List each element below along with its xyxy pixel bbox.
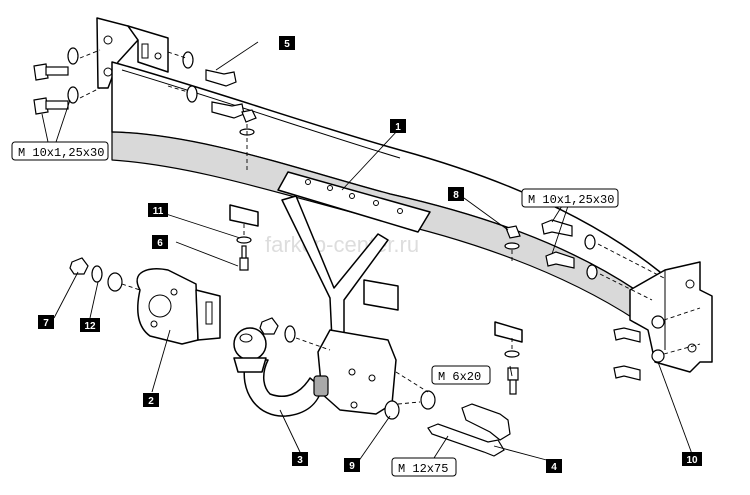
washer-b bbox=[186, 85, 198, 103]
leader-9 bbox=[357, 415, 391, 463]
svg-text:9: 9 bbox=[349, 461, 355, 472]
washer-12b bbox=[107, 272, 123, 292]
svg-text:M 10x1,25x30: M 10x1,25x30 bbox=[18, 146, 104, 160]
washer-a bbox=[182, 51, 194, 69]
spec-label-right-bolt: M 10x1,25x30 bbox=[521, 188, 619, 208]
washer-lower-left bbox=[67, 86, 79, 104]
bolt-4b bbox=[461, 403, 511, 441]
bolt-6-head bbox=[239, 257, 249, 271]
spec-label-center-bolt: M 6x20 bbox=[431, 365, 491, 385]
right-small-fasteners bbox=[504, 225, 521, 395]
leader-10 bbox=[657, 361, 693, 455]
washer-12 bbox=[91, 265, 103, 283]
svg-text:4: 4 bbox=[551, 462, 557, 473]
watermark: farkop-center.ru bbox=[265, 232, 419, 257]
callout-11: 11 bbox=[148, 203, 168, 217]
center-small-fasteners bbox=[236, 224, 252, 271]
svg-text:M 12x75: M 12x75 bbox=[398, 462, 448, 476]
spec-label-left-bolt: M 10x1,25x30 bbox=[11, 141, 109, 161]
bolt-a bbox=[205, 69, 237, 87]
nut-7 bbox=[69, 257, 89, 275]
callout-12: 12 bbox=[80, 318, 100, 332]
right-upper-bolts bbox=[541, 219, 665, 301]
leader-11 bbox=[165, 213, 241, 239]
leader-spec-left bbox=[41, 113, 49, 143]
leader-8 bbox=[463, 197, 509, 231]
svg-text:M 10x1,25x30: M 10x1,25x30 bbox=[528, 193, 614, 207]
leader-2 bbox=[151, 329, 171, 393]
right-frame-bracket bbox=[629, 261, 713, 373]
svg-text:5: 5 bbox=[284, 39, 290, 50]
svg-text:12: 12 bbox=[84, 321, 96, 332]
svg-text:6: 6 bbox=[157, 238, 163, 249]
svg-text:M 6x20: M 6x20 bbox=[438, 370, 481, 384]
bolt-lower-left bbox=[33, 97, 69, 115]
callout-3: 3 bbox=[292, 452, 308, 466]
ball-fasteners bbox=[69, 257, 511, 457]
callout-9: 9 bbox=[344, 458, 360, 472]
svg-text:3: 3 bbox=[297, 455, 303, 466]
callout-8: 8 bbox=[448, 187, 464, 201]
svg-text:11: 11 bbox=[153, 206, 164, 217]
callout-6: 6 bbox=[152, 235, 168, 249]
callout-10: 10 bbox=[682, 452, 702, 466]
callout-1: 1 bbox=[390, 119, 406, 133]
bolt-upper-left bbox=[33, 63, 69, 81]
svg-text:1: 1 bbox=[395, 122, 401, 133]
leader-7 bbox=[53, 271, 79, 319]
bolt-center-m6 bbox=[507, 367, 519, 381]
left-frame-bracket bbox=[96, 17, 169, 89]
callout-4: 4 bbox=[546, 459, 562, 473]
washer-upper-left bbox=[67, 47, 79, 65]
leader-3 bbox=[279, 409, 301, 453]
svg-text:7: 7 bbox=[43, 318, 49, 329]
washer-11 bbox=[236, 236, 252, 244]
leader-12 bbox=[89, 281, 99, 319]
washer-9 bbox=[384, 400, 400, 420]
tow-ball-bracket bbox=[281, 195, 399, 415]
svg-text:10: 10 bbox=[686, 455, 698, 466]
callout-7: 7 bbox=[38, 315, 54, 329]
right-lower-bolts bbox=[613, 307, 701, 381]
svg-text:2: 2 bbox=[148, 396, 154, 407]
leader-1 bbox=[341, 129, 399, 191]
tow-ball bbox=[233, 327, 329, 417]
nut-8 bbox=[505, 225, 521, 239]
bolt-4a bbox=[427, 423, 505, 457]
socket-plate bbox=[136, 268, 221, 345]
left-bolts bbox=[33, 47, 101, 115]
callout-5: 5 bbox=[279, 36, 295, 50]
callout-2: 2 bbox=[143, 393, 159, 407]
svg-text:8: 8 bbox=[453, 190, 459, 201]
leader-6 bbox=[175, 241, 239, 267]
crossbar-bolts bbox=[167, 51, 257, 170]
leader-5 bbox=[215, 41, 259, 71]
leader-4 bbox=[493, 445, 555, 463]
spec-label-ball-bolt: M 12x75 bbox=[391, 457, 457, 477]
